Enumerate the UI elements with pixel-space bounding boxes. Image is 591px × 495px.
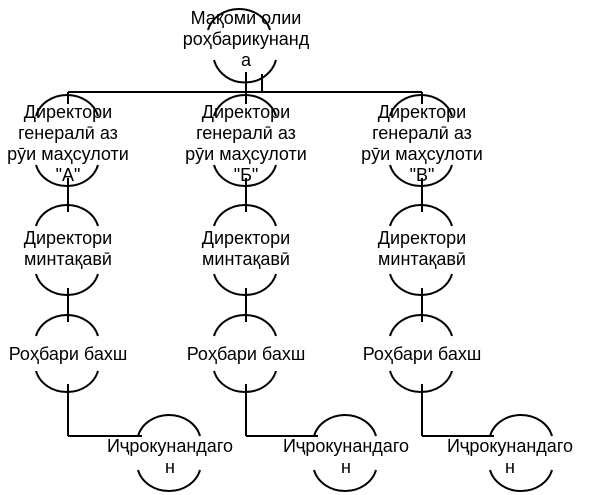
ex-b-line-1: Иҷрокунандаго xyxy=(283,436,409,456)
top-node-arc-top xyxy=(207,7,271,31)
gd-a-line-1: Директори xyxy=(23,102,113,122)
sh-a-arc-top xyxy=(35,313,99,337)
section-head-node-b: Роҳбари бахш xyxy=(176,344,316,365)
rd-c-line-1: Директори xyxy=(377,228,467,248)
regional-director-node-a: Директори минтақавӣ xyxy=(0,228,138,270)
executors-node-a: Иҷрокунандаго н xyxy=(90,436,250,478)
gd-a-line-4: "А" xyxy=(55,165,81,185)
rd-c-arc-top xyxy=(389,203,453,227)
top-line-3: а xyxy=(240,50,251,70)
sh-c-arc-top xyxy=(389,313,453,337)
top-line-1: Мақоми олии xyxy=(190,8,302,28)
section-head-node-a: Роҳбари бахш xyxy=(0,344,138,365)
ex-b-line-2: н xyxy=(341,457,351,477)
gd-b-arc-top xyxy=(213,93,277,117)
sh-c-line-1: Роҳбари бахш xyxy=(362,344,482,364)
gd-c-line-2: генералӣ аз xyxy=(372,123,472,143)
gd-c-line-1: Директори xyxy=(377,102,467,122)
ex-a-line-1: Иҷрокунандаго xyxy=(107,436,233,456)
ex-b-arc-top xyxy=(313,413,377,437)
executors-node-b: Иҷрокунандаго н xyxy=(266,436,426,478)
ex-a-line-2: н xyxy=(165,457,175,477)
gd-c-line-3: рӯи маҳсулоти xyxy=(361,144,483,164)
sh-a-line-1: Роҳбари бахш xyxy=(8,344,128,364)
rd-a-arc-top xyxy=(35,203,99,227)
top-line-2: роҳбарикунанд xyxy=(182,29,310,49)
gd-b-line-4: "Б" xyxy=(233,165,259,185)
gd-a-line-3: рӯи маҳсулоти xyxy=(7,144,129,164)
rd-b-arc-top xyxy=(213,203,277,227)
ex-c-line-1: Иҷрокунандаго xyxy=(447,436,573,456)
regional-director-node-c: Директори минтақавӣ xyxy=(352,228,492,270)
sh-b-arc-top xyxy=(213,313,277,337)
top-management-node: Мақоми олии роҳбарикунанд а xyxy=(166,8,326,71)
rd-b-line-1: Директори xyxy=(201,228,291,248)
ex-b-arc-bottom xyxy=(313,469,377,493)
rd-c-line-2: минтақавӣ xyxy=(378,249,466,269)
ex-c-line-2: н xyxy=(505,457,515,477)
rd-b-line-2: минтақавӣ xyxy=(202,249,290,269)
general-director-node-b: Директори генералӣ аз рӯи маҳсулоти "Б" xyxy=(176,102,316,186)
gd-a-line-2: генералӣ аз xyxy=(18,123,118,143)
general-director-node-c: Директори генералӣ аз рӯи маҳсулоти "В" xyxy=(352,102,492,186)
gd-c-arc-top xyxy=(389,93,453,117)
regional-director-node-b: Директори минтақавӣ xyxy=(176,228,316,270)
ex-a-arc-top xyxy=(137,413,201,437)
gd-c-line-4: "В" xyxy=(409,165,435,185)
rd-a-line-2: минтақавӣ xyxy=(24,249,112,269)
ex-a-arc-bottom xyxy=(137,469,201,493)
rd-a-line-1: Директори xyxy=(23,228,113,248)
gd-b-line-1: Директори xyxy=(201,102,291,122)
gd-b-line-3: рӯи маҳсулоти xyxy=(185,144,307,164)
gd-b-line-2: генералӣ аз xyxy=(196,123,296,143)
ex-c-arc-bottom xyxy=(489,469,553,493)
executors-node-c: Иҷрокунандаго н xyxy=(430,436,590,478)
section-head-node-c: Роҳбари бахш xyxy=(352,344,492,365)
ex-c-arc-top xyxy=(489,413,553,437)
sh-b-line-1: Роҳбари бахш xyxy=(186,344,306,364)
general-director-node-a: Директори генералӣ аз рӯи маҳсулоти "А" xyxy=(0,102,138,186)
gd-a-arc-top xyxy=(35,93,99,117)
